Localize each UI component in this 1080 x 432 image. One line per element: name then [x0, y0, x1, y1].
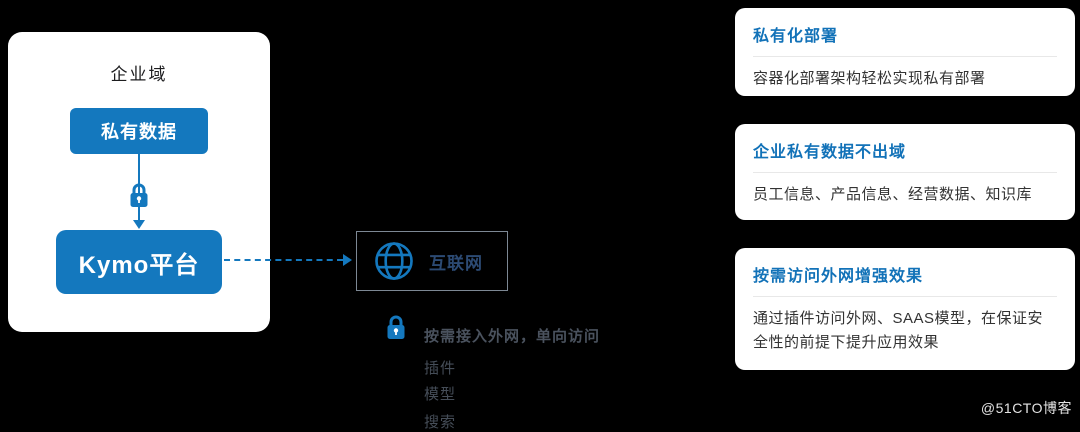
arrow-line [138, 154, 140, 222]
dashed-arrow-head [343, 254, 352, 266]
data-flow-down-arrow [132, 154, 146, 230]
card-title: 企业私有数据不出域 [753, 144, 907, 161]
kymo-platform-label: Kymo平台 [78, 251, 200, 279]
architecture-diagram: 企业域 私有数据 Kymo平台 [8, 8, 1075, 431]
card-body: 员工信息、产品信息、经营数据、知识库 [753, 186, 1033, 203]
card-title: 按需访问外网增强效果 [753, 268, 924, 285]
internet-label: 互联网 [429, 253, 483, 273]
card-divider [753, 296, 1057, 297]
platform-to-internet-arrow [224, 254, 352, 266]
lock-icon [127, 182, 151, 210]
access-item-model: 模型 [424, 386, 457, 403]
card-body: 通过插件访问外网、SAAS模型，在保证安全性的前提下提升应用效果 [753, 310, 1044, 351]
card-divider [753, 172, 1057, 173]
feature-card-data-stays-in-domain: 企业私有数据不出域 员工信息、产品信息、经营数据、知识库 [735, 124, 1075, 220]
card-title: 私有化部署 [753, 28, 839, 45]
arrow-head [133, 220, 145, 229]
private-data-node: 私有数据 [70, 108, 208, 154]
enterprise-domain-label: 企业域 [110, 65, 168, 84]
feature-card-external-access: 按需访问外网增强效果 通过插件访问外网、SAAS模型，在保证安全性的前提下提升应… [735, 248, 1075, 370]
watermark: @51CTO博客 [980, 400, 1072, 416]
kymo-platform-node: Kymo平台 [56, 230, 222, 294]
card-body: 容器化部署架构轻松实现私有部署 [753, 70, 986, 87]
feature-card-private-deployment: 私有化部署 容器化部署架构轻松实现私有部署 [735, 8, 1075, 96]
access-note: 按需接入外网，单向访问 [424, 328, 601, 345]
internet-node: 互联网 [356, 231, 508, 291]
lock-icon [384, 314, 408, 342]
globe-icon [373, 240, 415, 282]
private-data-label: 私有数据 [101, 122, 177, 142]
dashed-arrow-line [224, 259, 343, 261]
enterprise-domain-card: 企业域 私有数据 Kymo平台 [8, 32, 270, 332]
access-item-plugin: 插件 [424, 360, 457, 377]
card-divider [753, 56, 1057, 57]
